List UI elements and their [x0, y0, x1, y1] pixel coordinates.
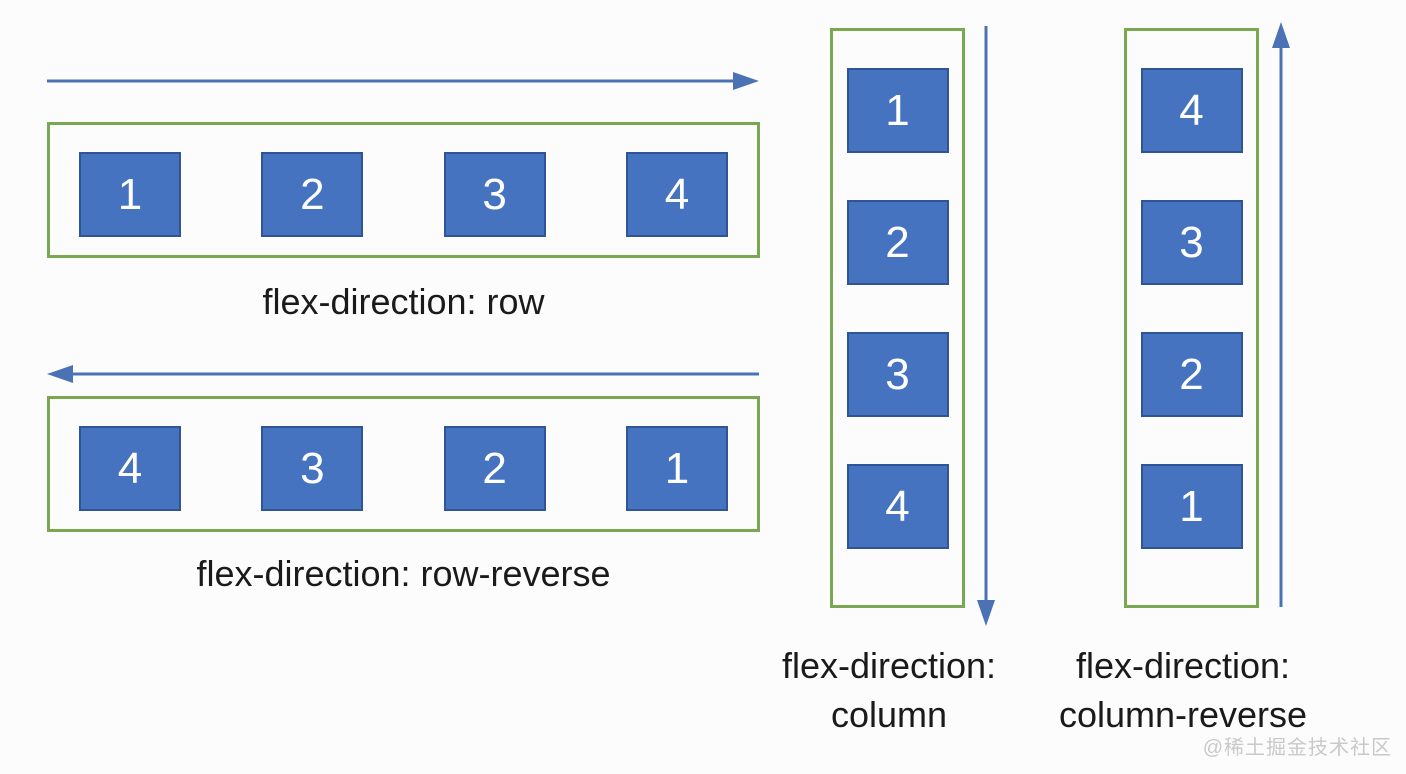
watermark: @稀土掘金技术社区 [1202, 737, 1392, 759]
flex-item: 3 [1140, 200, 1243, 285]
caption-column-reverse-line1: flex-direction: [1075, 645, 1291, 686]
flex-item: 4 [625, 152, 728, 237]
caption-row-reverse: flex-direction: row-reverse [196, 553, 611, 594]
flex-item: 4 [79, 426, 181, 511]
flex-container-column-reverse: 4 3 2 1 [1124, 28, 1259, 608]
flex-item: 1 [625, 426, 728, 511]
flex-item: 2 [261, 152, 364, 237]
flex-container-column: 1 2 3 4 [830, 28, 965, 608]
caption-column-line1: flex-direction: [781, 645, 997, 686]
caption-row: flex-direction: row [262, 281, 545, 322]
flex-item: 2 [846, 200, 949, 285]
row-direction-right-arrow-icon [47, 72, 759, 90]
column-direction-down-arrow-icon [977, 26, 995, 626]
flex-item: 4 [1140, 68, 1243, 153]
flex-item: 1 [1140, 464, 1243, 549]
flex-container-row-reverse: 4 3 2 1 [47, 396, 760, 532]
flex-item: 1 [79, 152, 181, 237]
column-reverse-direction-up-arrow-icon [1272, 22, 1290, 607]
caption-column-reverse-line2: column-reverse [1058, 694, 1308, 735]
row-reverse-direction-left-arrow-icon [47, 365, 759, 383]
flex-item: 4 [846, 464, 949, 549]
flex-item: 2 [1140, 332, 1243, 417]
flex-item: 3 [261, 426, 364, 511]
flex-container-row: 1 2 3 4 [47, 122, 760, 258]
flex-item: 1 [846, 68, 949, 153]
caption-column-reverse: flex-direction: column-reverse [1038, 641, 1328, 739]
caption-column: flex-direction: column [763, 641, 1015, 739]
flex-item: 2 [443, 426, 546, 511]
flex-item: 3 [443, 152, 546, 237]
flex-item: 3 [846, 332, 949, 417]
caption-column-line2: column [830, 694, 948, 735]
